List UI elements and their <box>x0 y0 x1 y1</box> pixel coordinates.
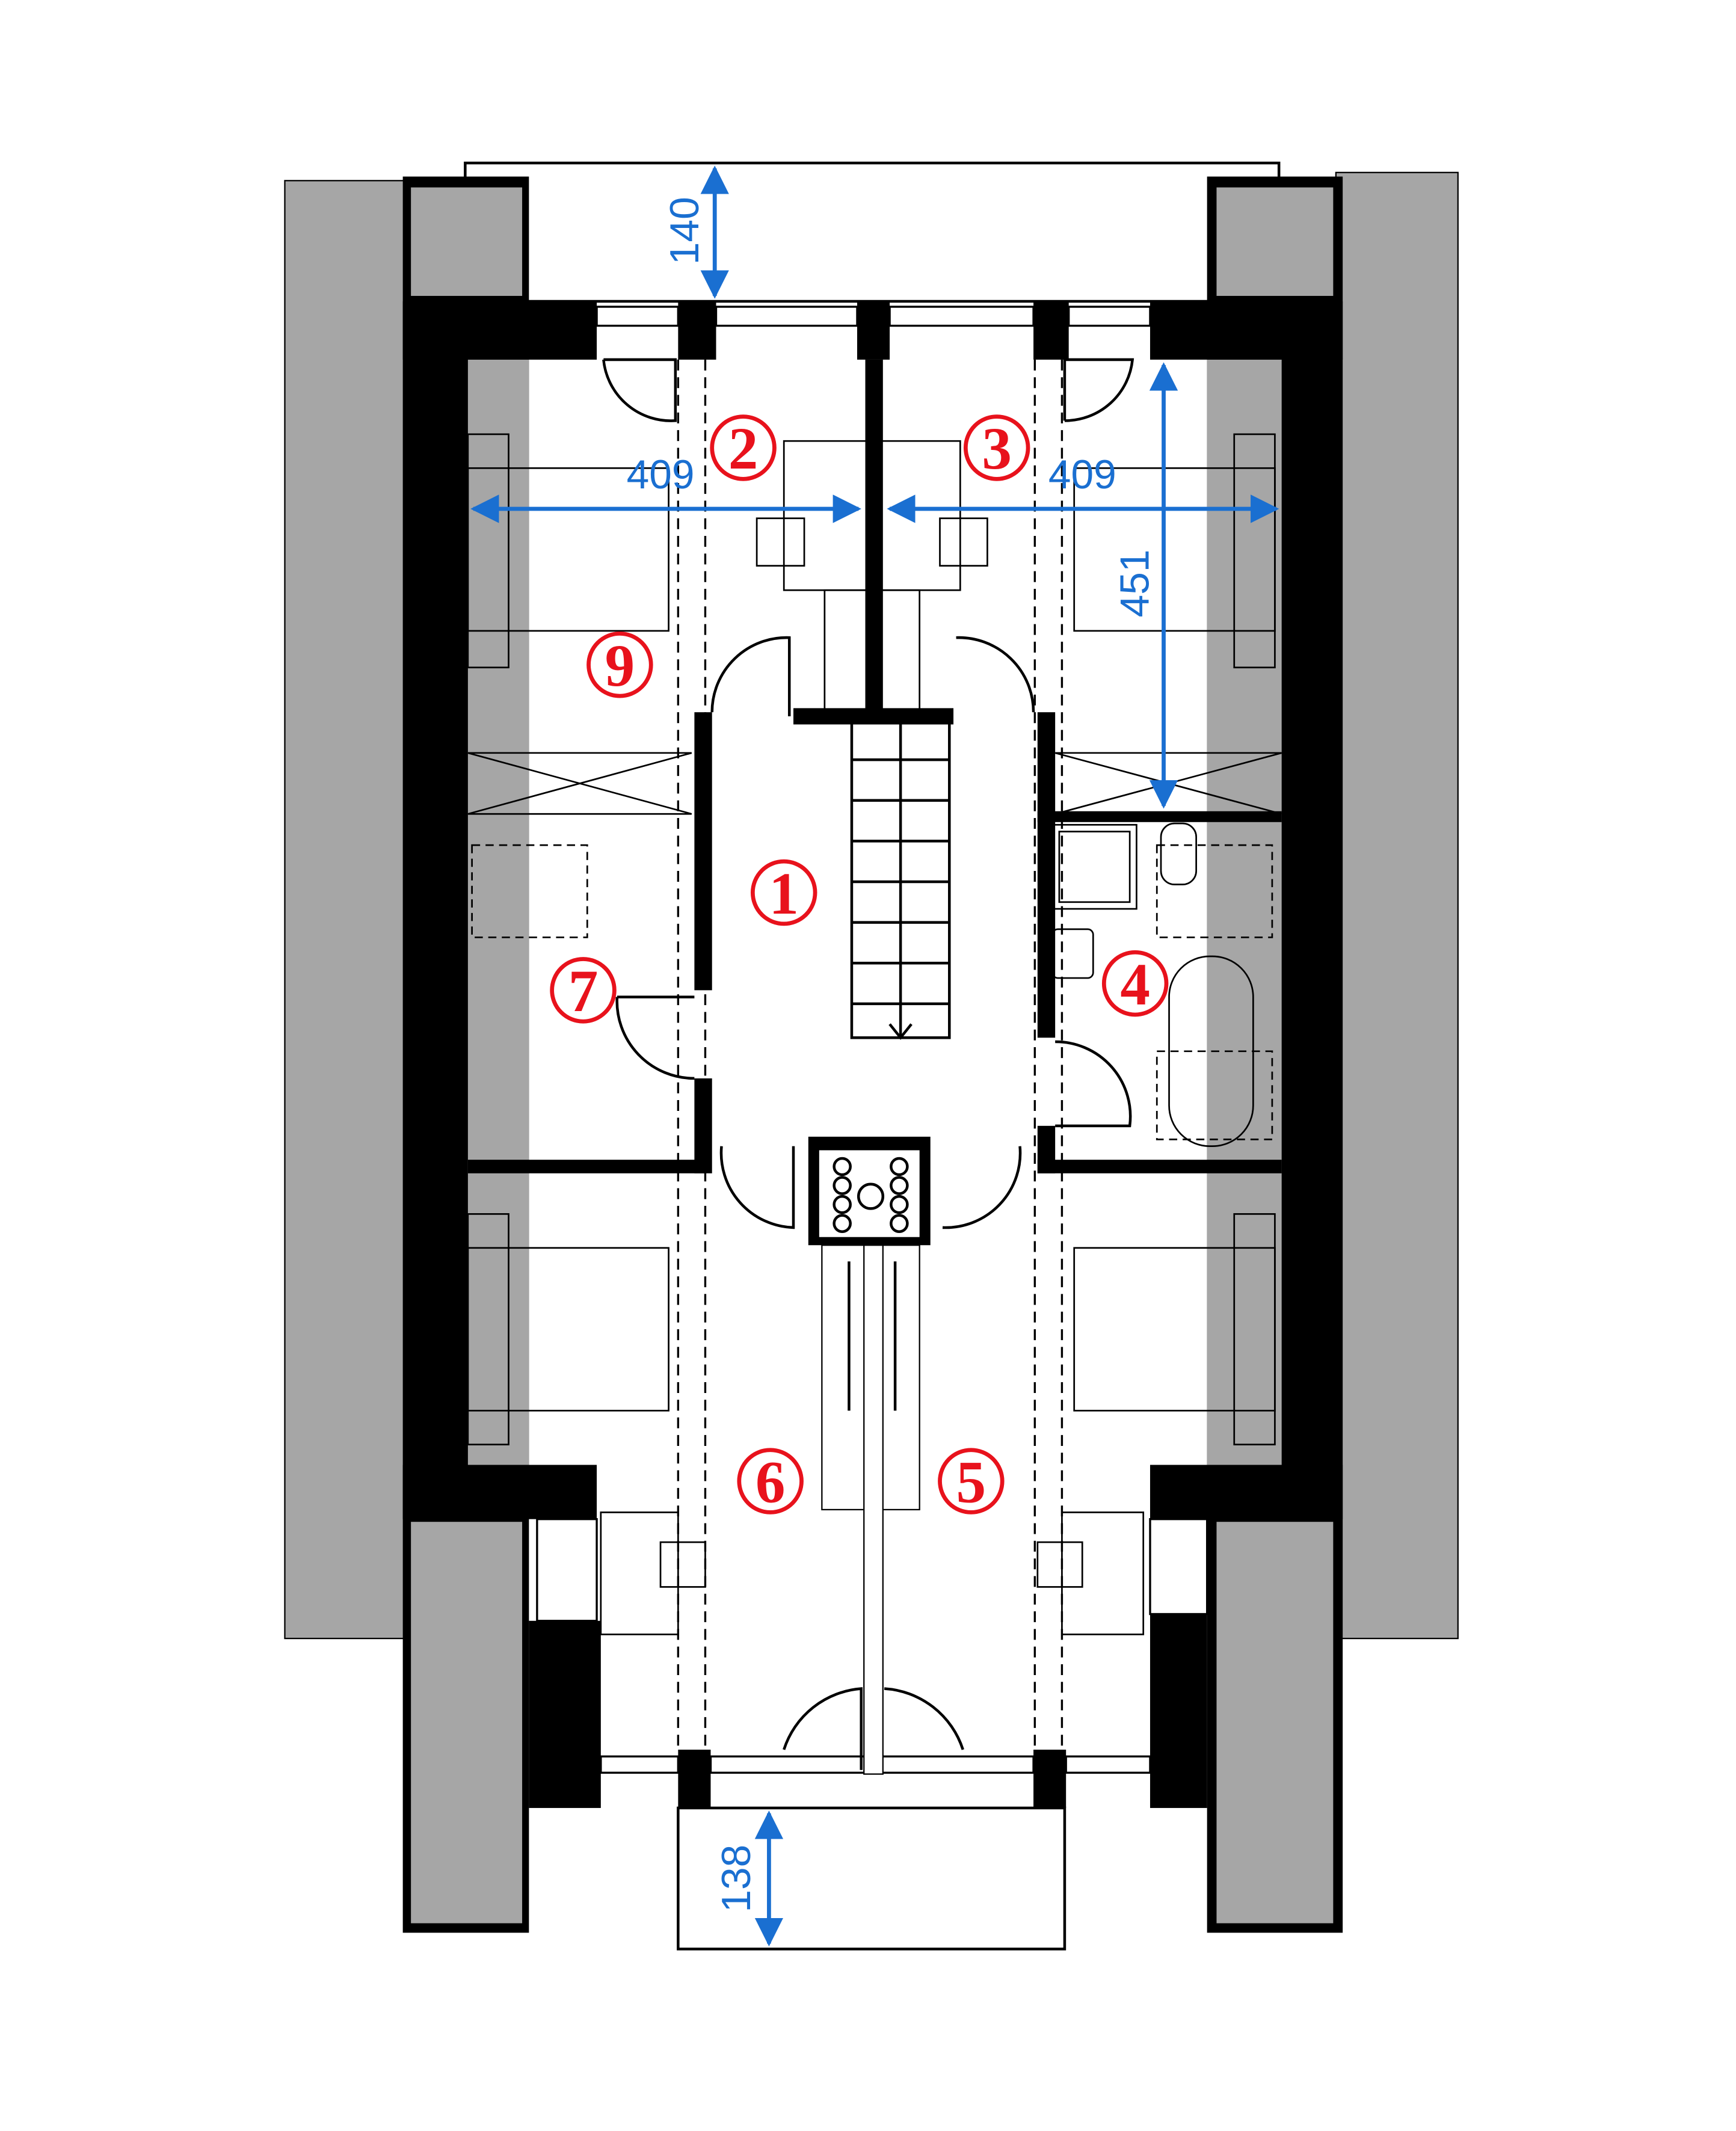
dim-room-right-width: 409 <box>1048 452 1116 497</box>
room-numbers: 2 3 9 1 7 4 6 5 <box>568 416 1150 1515</box>
room-4-number: 4 <box>1120 952 1150 1018</box>
doors <box>602 358 1134 1770</box>
staircase <box>850 721 951 1040</box>
roof-slopes <box>284 171 1459 1640</box>
room-markers <box>550 414 1169 1514</box>
room-7-number: 7 <box>568 959 599 1024</box>
dim-room-left-width: 409 <box>627 452 695 497</box>
dim-bottom-balcony: 138 <box>714 1845 759 1913</box>
room-6-number: 6 <box>756 1450 786 1515</box>
dimension-lines <box>470 165 1279 1947</box>
windows <box>536 306 1208 1774</box>
room-1-number: 1 <box>769 861 799 927</box>
room-2-number: 2 <box>728 416 759 482</box>
dimension-labels: 140 409 409 451 138 <box>627 197 1158 1912</box>
room-5-number: 5 <box>956 1450 987 1515</box>
balconies <box>464 161 1281 1951</box>
dim-top-balcony: 140 <box>662 197 707 265</box>
dim-room-right-depth: 451 <box>1113 549 1158 617</box>
room-3-number: 3 <box>982 416 1012 482</box>
room-9-number: 9 <box>605 633 635 699</box>
chimney-fireplace <box>808 1136 931 1775</box>
roof-window-lines <box>677 359 1063 1750</box>
